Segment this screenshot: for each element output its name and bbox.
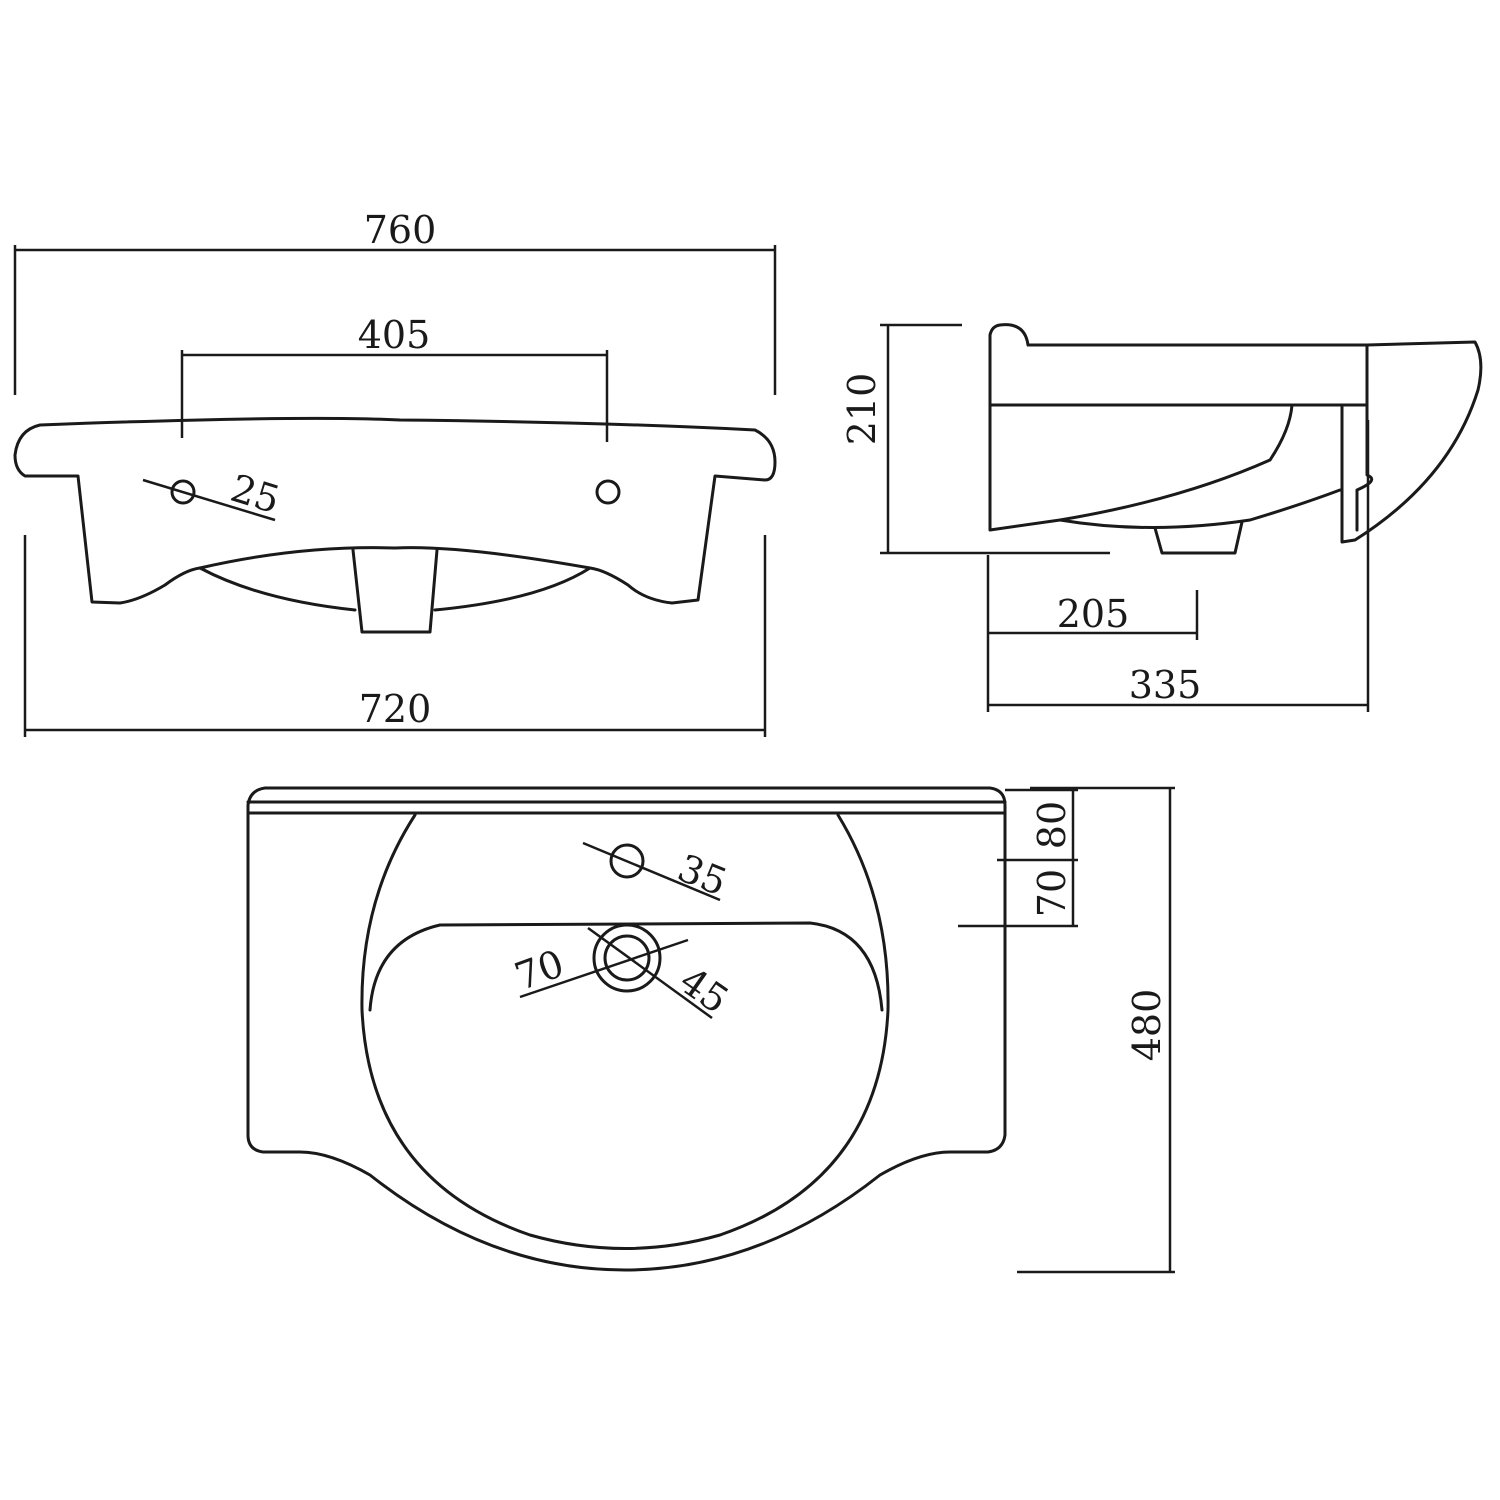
plan-main-bowl [360,813,890,1250]
plan-outer-outline [246,786,1007,1272]
label-760: 760 [364,208,437,252]
front-basin-outline [13,416,777,605]
label-205: 205 [1057,592,1130,636]
label-405: 405 [358,313,431,357]
leader-tap-hole-25 [142,478,276,522]
side-waste-outlet [1153,520,1244,555]
side-back-flange [1340,340,1483,544]
dimension-overall-depth: 480 [1017,786,1175,1274]
side-front-edge [988,403,1294,532]
label-35: 35 [672,846,733,905]
label-45: 45 [672,958,737,1022]
label-480: 480 [1125,989,1169,1062]
dimension-overall-width: 760 [13,208,777,395]
side-view: 210 205 335 [840,323,1483,712]
side-bowl-curve [1058,488,1342,529]
left-tap-hole-icon [170,479,196,505]
label-335: 335 [1129,663,1202,707]
side-body-outline [988,323,1369,407]
label-80: 80 [1030,801,1074,849]
plan-back-ledge [246,800,1007,815]
front-bowl-underside [198,566,592,612]
plan-view: 35 70 45 80 70 480 [246,786,1175,1274]
dimension-waste-offset: 205 [986,555,1199,712]
dimension-depth: 335 [988,420,1370,712]
waste-inner-ring-icon [603,934,651,982]
dimension-tap-hole-position: 80 70 [958,788,1078,928]
label-70: 70 [1030,869,1074,917]
front-waste-outlet [351,548,439,634]
dimension-tap-hole-spacing: 405 [180,313,609,442]
plan-tap-hole-icon [609,843,645,879]
label-25: 25 [226,466,285,522]
label-720: 720 [359,687,432,731]
dimension-height: 210 [840,323,1110,555]
leader-tap-hole-35 [582,841,721,902]
leader-waste-45 [587,926,713,1020]
dimension-base-width: 720 [23,535,767,737]
front-view: 760 405 25 720 [13,208,777,737]
label-210: 210 [840,373,884,446]
leader-waste-70 [519,938,689,999]
right-tap-hole-icon [595,479,621,505]
label-waste-70: 70 [509,941,569,999]
waste-outer-ring-icon [592,923,662,993]
